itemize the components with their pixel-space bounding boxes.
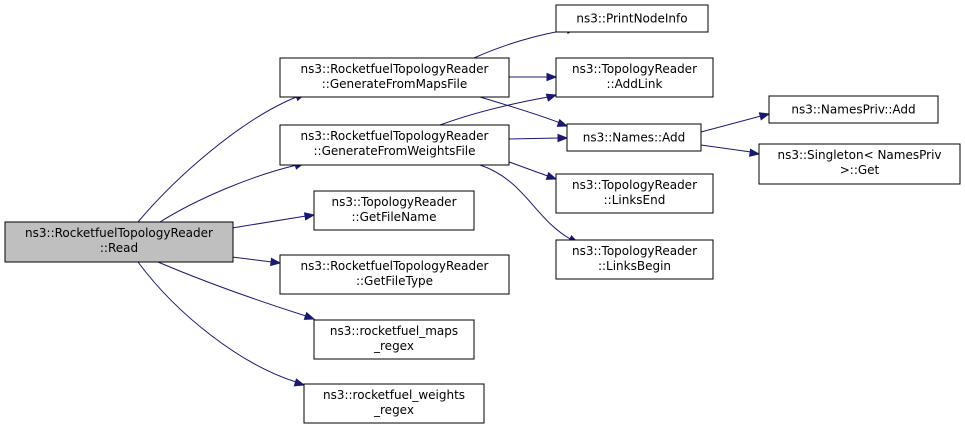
node-label: ns3::RocketfuelTopologyReader [301,259,489,273]
node-box [279,254,510,295]
edge-arrowhead [303,212,316,221]
node-links-begin[interactable]: ns3::TopologyReader::LinksBegin [555,239,714,280]
edge-gen-maps-to-names-add [479,96,569,127]
edge-line [231,256,273,263]
edge-read-to-gen-weights [159,161,306,223]
node-label: ns3::PrintNodeInfo [576,12,687,26]
node-weights-regex[interactable]: ns3::rocketfuel_weights_regex [303,383,485,424]
edge-arrowhead [545,93,558,102]
edge-names-add-to-singleton-get [700,144,761,157]
node-box [555,4,709,33]
node-names-priv-add[interactable]: ns3::NamesPriv::Add [768,95,939,124]
node-label: ns3::TopologyReader [572,244,697,258]
node-label: ::AddLink [607,77,663,91]
node-print-node-info[interactable]: ns3::PrintNodeInfo [555,4,709,33]
edge-line [137,95,300,223]
node-label: ns3::RocketfuelTopologyReader [301,129,489,143]
node-label: _regex [373,403,414,417]
node-box [555,173,714,214]
node-box [566,123,702,152]
node-label: ::Read [100,241,138,255]
edge-arrowhead [556,118,569,127]
edge-gen-maps-to-add-link [509,72,558,82]
node-label: ::GetFileName [352,210,437,224]
edge-gen-weights-to-add-link [439,93,558,126]
edge-line [159,164,298,223]
edge-arrowhead [293,378,306,387]
edge-line [479,164,573,241]
edge-line [479,96,561,124]
edge-arrowhead [270,257,282,267]
node-read[interactable]: ns3::RocketfuelTopologyReader::Read [4,221,234,263]
edge-arrowhead [545,171,558,180]
node-box [555,239,714,280]
edge-line [439,96,549,126]
node-maps-regex[interactable]: ns3::rocketfuel_maps_regex [313,319,475,360]
node-box [555,57,714,98]
edge-arrowhead [557,133,569,143]
node-gen-maps[interactable]: ns3::RocketfuelTopologyReader::GenerateF… [279,57,510,98]
edge-gen-weights-to-names-add [508,133,569,143]
node-box [4,221,234,263]
edge-arrowhead [758,112,771,121]
node-box [279,57,510,98]
node-label: ns3::RocketfuelTopologyReader [301,62,489,76]
node-label: ns3::Singleton< NamesPriv [777,148,941,162]
nodes-layer: ns3::RocketfuelTopologyReader::Readns3::… [4,4,961,424]
node-label: ::GenerateFromMapsFile [322,77,468,91]
node-add-link[interactable]: ns3::TopologyReader::AddLink [555,57,714,98]
node-label: >::Get [840,163,880,177]
edge-arrowhead [749,148,761,157]
node-label: ns3::TopologyReader [572,62,697,76]
edge-line [231,215,307,229]
node-links-end[interactable]: ns3::TopologyReader::LinksEnd [555,173,714,214]
node-box [279,124,510,166]
node-label: ::LinksBegin [598,259,671,273]
node-label: _regex [373,339,414,353]
edge-read-to-get-file-name [231,212,316,229]
node-label: ns3::Names::Add [583,131,686,145]
node-label: ns3::TopologyReader [331,195,456,209]
node-names-add[interactable]: ns3::Names::Add [566,123,702,152]
node-label: ns3::TopologyReader [572,178,697,192]
node-label: ns3::rocketfuel_weights [323,388,465,402]
node-box [313,190,475,231]
node-label: ::GenerateFromWeightsFile [314,144,476,158]
edge-line [473,29,569,59]
edge-line [700,115,762,133]
edge-read-to-maps-regex [157,261,316,320]
edge-arrowhead [303,311,316,320]
edge-line [508,137,560,140]
node-label: ns3::RocketfuelTopologyReader [25,226,213,240]
node-singleton-get[interactable]: ns3::Singleton< NamesPriv>::Get [758,143,961,185]
edge-line [137,261,297,383]
edge-line [157,261,307,317]
node-label: ns3::rocketfuel_maps [330,324,458,338]
node-label: ns3::NamesPriv::Add [791,103,915,117]
node-label: ::LinksEnd [604,193,666,207]
node-box [768,95,939,124]
node-get-file-name[interactable]: ns3::TopologyReader::GetFileName [313,190,475,231]
node-gen-weights[interactable]: ns3::RocketfuelTopologyReader::GenerateF… [279,124,510,166]
node-label: ::GetFileType [356,274,433,288]
edge-read-to-weights-regex [137,261,306,387]
edge-line [700,144,752,153]
node-box [758,143,961,185]
node-box [313,319,475,360]
node-get-file-type[interactable]: ns3::RocketfuelTopologyReader::GetFileTy… [279,254,510,295]
edge-read-to-get-file-type [231,256,282,267]
edge-names-add-to-names-priv-add [700,112,771,133]
node-box [303,383,485,424]
edge-arrowhead [546,72,558,82]
